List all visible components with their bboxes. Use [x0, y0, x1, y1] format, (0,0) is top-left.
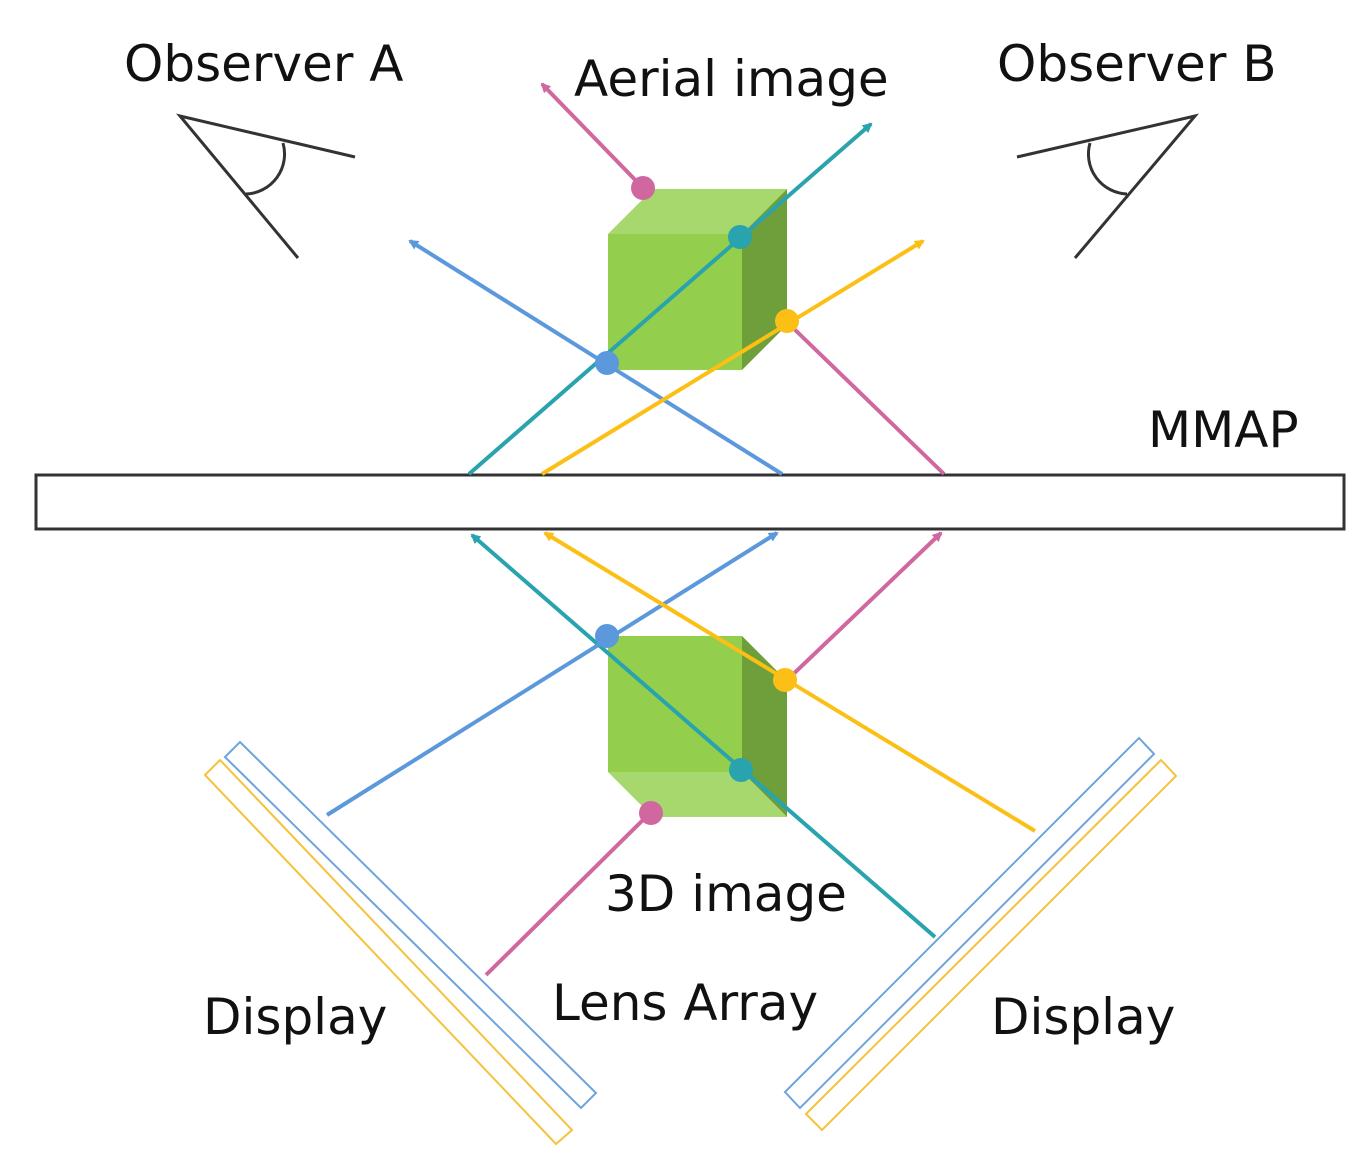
observer-b-label: Observer B	[997, 35, 1277, 93]
3d-image-label: 3D image	[605, 865, 847, 923]
display-right-panel	[804, 758, 1178, 1132]
aerial-image-label: Aerial image	[574, 50, 889, 108]
display-right	[783, 736, 1178, 1132]
teal-ray	[467, 122, 937, 939]
pink-dot-aerial	[631, 176, 655, 200]
lens-array-left	[223, 740, 598, 1110]
lens-array-label: Lens Array	[552, 974, 818, 1032]
lens-array-right	[783, 736, 1156, 1110]
blue-ray	[325, 239, 784, 817]
mmap-plate	[34, 473, 1346, 531]
pink-ray	[484, 82, 946, 977]
display-right-label: Display	[991, 988, 1175, 1046]
observer-a-label: Observer A	[124, 35, 403, 93]
pink-dot-3d	[639, 801, 663, 825]
cube-top-face	[608, 189, 787, 234]
yellow-dot-3d	[773, 668, 797, 692]
blue-dot-aerial	[595, 351, 619, 375]
yellow-dot-aerial	[775, 309, 799, 333]
mmap-label: MMAP	[1148, 401, 1299, 459]
display-left-panel	[203, 758, 574, 1146]
observer-b-eye-icon	[1016, 113, 1200, 259]
teal-dot-3d	[729, 758, 753, 782]
observer-a-eye-icon	[175, 113, 356, 259]
blue-dot-3d	[595, 624, 619, 648]
display-left	[203, 740, 598, 1146]
display-left-label: Display	[203, 988, 387, 1046]
teal-dot-aerial	[728, 225, 752, 249]
ray-dots	[595, 176, 799, 825]
